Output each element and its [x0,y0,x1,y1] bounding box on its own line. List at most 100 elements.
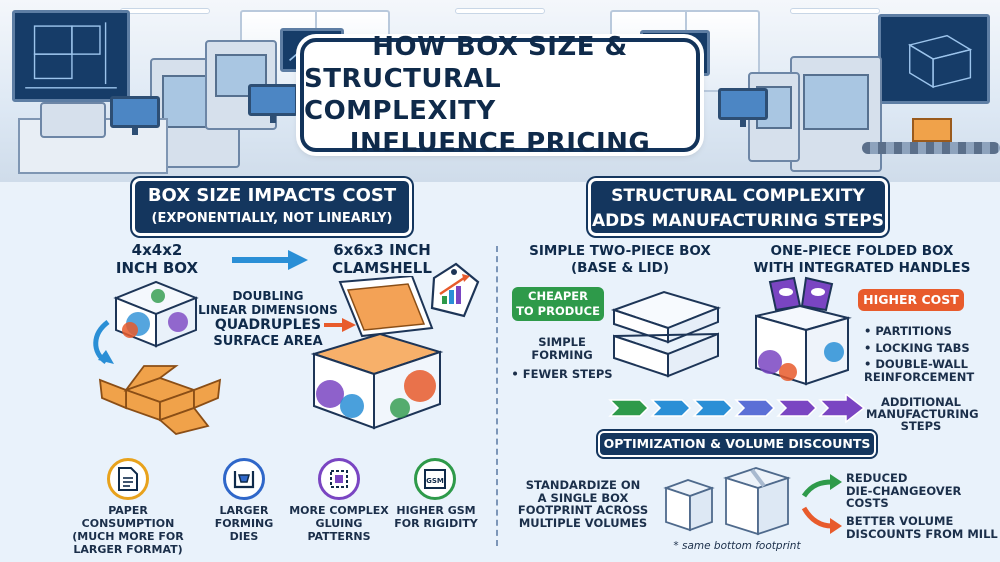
factor-label-line: LARGER FORMAT) [73,543,183,556]
gsm-paper-icon: GSM [414,458,456,500]
simple-point: • FEWER STEPS [511,367,613,381]
simple-points: SIMPLE FORMING • FEWER STEPS [506,336,618,381]
large-box-label-line: 6x6x3 INCH [333,241,431,259]
complex-points: • PARTITIONS • LOCKING TABS • DOUBLE-WAL… [864,323,984,384]
document-icon [107,458,149,500]
ceiling-light [455,8,545,14]
left-section-heading: BOX SIZE IMPACTS COST (EXPONENTIALLY, NO… [132,178,412,236]
small-box-illustration [113,280,199,348]
factor-label-line: MORE COMPLEX [289,504,389,517]
benefit-arrows-icon [801,474,842,534]
note-line: DOUBLING [232,289,304,303]
same-footprint-boxes [663,467,791,536]
benefit-line: COSTS [846,496,889,510]
complex-box-label-line: ONE-PIECE FOLDED BOX [770,243,954,259]
title-line-3: INFLUENCE PRICING [349,128,651,158]
higher-cost-badge: HIGHER COST [858,289,964,311]
monitor-icon [718,88,768,127]
right-heading: STRUCTURAL COMPLEXITY [611,186,865,206]
simple-point: SIMPLE FORMING [531,335,593,362]
step-chevron [734,399,776,417]
factor-label-line: PAPER CONSUMPTION [81,504,175,530]
factor-label-paper: PAPER CONSUMPTION (MUCH MORE FOR LARGER … [62,504,194,556]
surface-area-note: DOUBLING LINEAR DIMENSIONS QUADRUPLES SU… [188,289,348,349]
small-box-label-line: 4x4x2 [131,241,183,259]
factor-label-line: (MUCH MORE FOR [72,530,184,543]
factor-label-line: LARGER [219,504,269,517]
large-clamshell-illustration [310,276,444,430]
title-line-1: HOW BOX SIZE & [372,32,628,62]
complex-box-label: ONE-PIECE FOLDED BOX WITH INTEGRATED HAN… [746,243,978,277]
monitor-icon [110,96,160,135]
two-piece-box-illustration [610,290,722,378]
title-card: HOW BOX SIZE & STRUCTURAL COMPLEXITY INF… [300,32,700,158]
steps-label: ADDITIONAL MANUFACTURING STEPS [866,395,979,433]
step-chevron [776,399,818,417]
optimization-heading: OPTIMIZATION & VOLUME DISCOUNTS [598,431,876,457]
standardize-line: FOOTPRINT ACROSS [517,503,649,517]
left-subheading: (EXPONENTIALLY, NOT LINEARLY) [151,211,393,226]
standardize-line: STANDARDIZE ON [525,478,641,492]
blueprint-board [12,10,130,102]
standardize-text: STANDARDIZE ON A SINGLE BOX FOOTPRINT AC… [515,479,651,529]
right-subheading: ADDS MANUFACTURING STEPS [591,211,884,231]
factory-banner: HOW BOX SIZE & STRUCTURAL COMPLEXITY INF… [0,0,1000,182]
right-section-heading: STRUCTURAL COMPLEXITY ADDS MANUFACTURING… [588,178,888,236]
cheaper-badge: CHEAPER TO PRODUCE [512,287,604,321]
simple-box-label: SIMPLE TWO-PIECE BOX (BASE & LID) [522,243,718,277]
complex-point: • DOUBLE-WALL [864,357,968,371]
note-arrow-icon [324,318,356,332]
complex-point: • LOCKING TABS [864,341,970,355]
die-cutter-icon [223,458,265,500]
large-box-label: 6x6x3 INCH CLAMSHELL [312,241,452,277]
benefit-die-changeover: REDUCED DIE-CHANGEOVER COSTS [846,472,996,510]
size-increase-arrow [232,250,308,270]
cheaper-badge-line: TO PRODUCE [516,304,600,318]
factor-label-line: HIGHER GSM [396,504,476,517]
ceiling-light [120,8,210,14]
small-box-label-line: INCH BOX [115,259,199,277]
standardize-line: A SINGLE BOX [537,490,629,505]
step-chevron [650,399,692,417]
price-tag-icon [430,262,480,318]
complex-point: • PARTITIONS [864,324,952,338]
step-chevron [818,394,866,424]
flattened-box-illustration [98,365,222,435]
factor-label-gsm: HIGHER GSM FOR RIGIDITY [392,504,480,530]
benefit-volume-discounts: BETTER VOLUME DISCOUNTS FROM MILL [846,515,998,540]
title-line-2: STRUCTURAL COMPLEXITY [304,64,502,126]
note-line: LINEAR DIMENSIONS [198,303,338,317]
standardize-line: MULTIPLE VOLUMES [518,515,648,530]
left-heading: BOX SIZE IMPACTS COST [147,185,397,206]
step-chevron [692,399,734,417]
note-line-emphasis: QUADRUPLES [214,317,322,333]
steps-label-line: MANUFACTURING [866,407,979,421]
simple-box-label-line: (BASE & LID) [570,260,670,276]
cardboard-box-icon [912,118,952,142]
unfold-arrow-icon [93,320,114,365]
complex-box-label-line: WITH INTEGRATED HANDLES [753,260,971,276]
packaging-machine [790,56,882,172]
handle-box-illustration [755,276,852,386]
factor-label-dies: LARGER FORMING DIES [206,504,282,543]
benefit-line: REDUCED [846,471,908,485]
factor-label-line: DIES [229,530,259,543]
factor-label-line: FOR RIGIDITY [394,517,478,530]
simple-box-label-line: SIMPLE TWO-PIECE BOX [529,243,711,259]
step-chevron [608,399,650,417]
steps-label-line: ADDITIONAL [880,395,962,409]
factor-label-line: GLUING [315,517,363,530]
lab-device [40,102,106,138]
blueprint-board [878,14,990,104]
complex-point: REINFORCEMENT [864,370,975,384]
large-box-label-line: CLAMSHELL [332,259,432,277]
glue-pattern-icon [318,458,360,500]
note-line: SURFACE AREA [213,334,323,349]
footprint-note: * same bottom footprint [673,540,801,552]
steps-label-line: STEPS [900,419,942,433]
ceiling-light [790,8,880,14]
cheaper-badge-line: CHEAPER [528,289,588,303]
benefit-line: DISCOUNTS FROM MILL [846,526,998,541]
manufacturing-steps-arrows [608,394,866,424]
conveyor-belt [862,142,1000,154]
